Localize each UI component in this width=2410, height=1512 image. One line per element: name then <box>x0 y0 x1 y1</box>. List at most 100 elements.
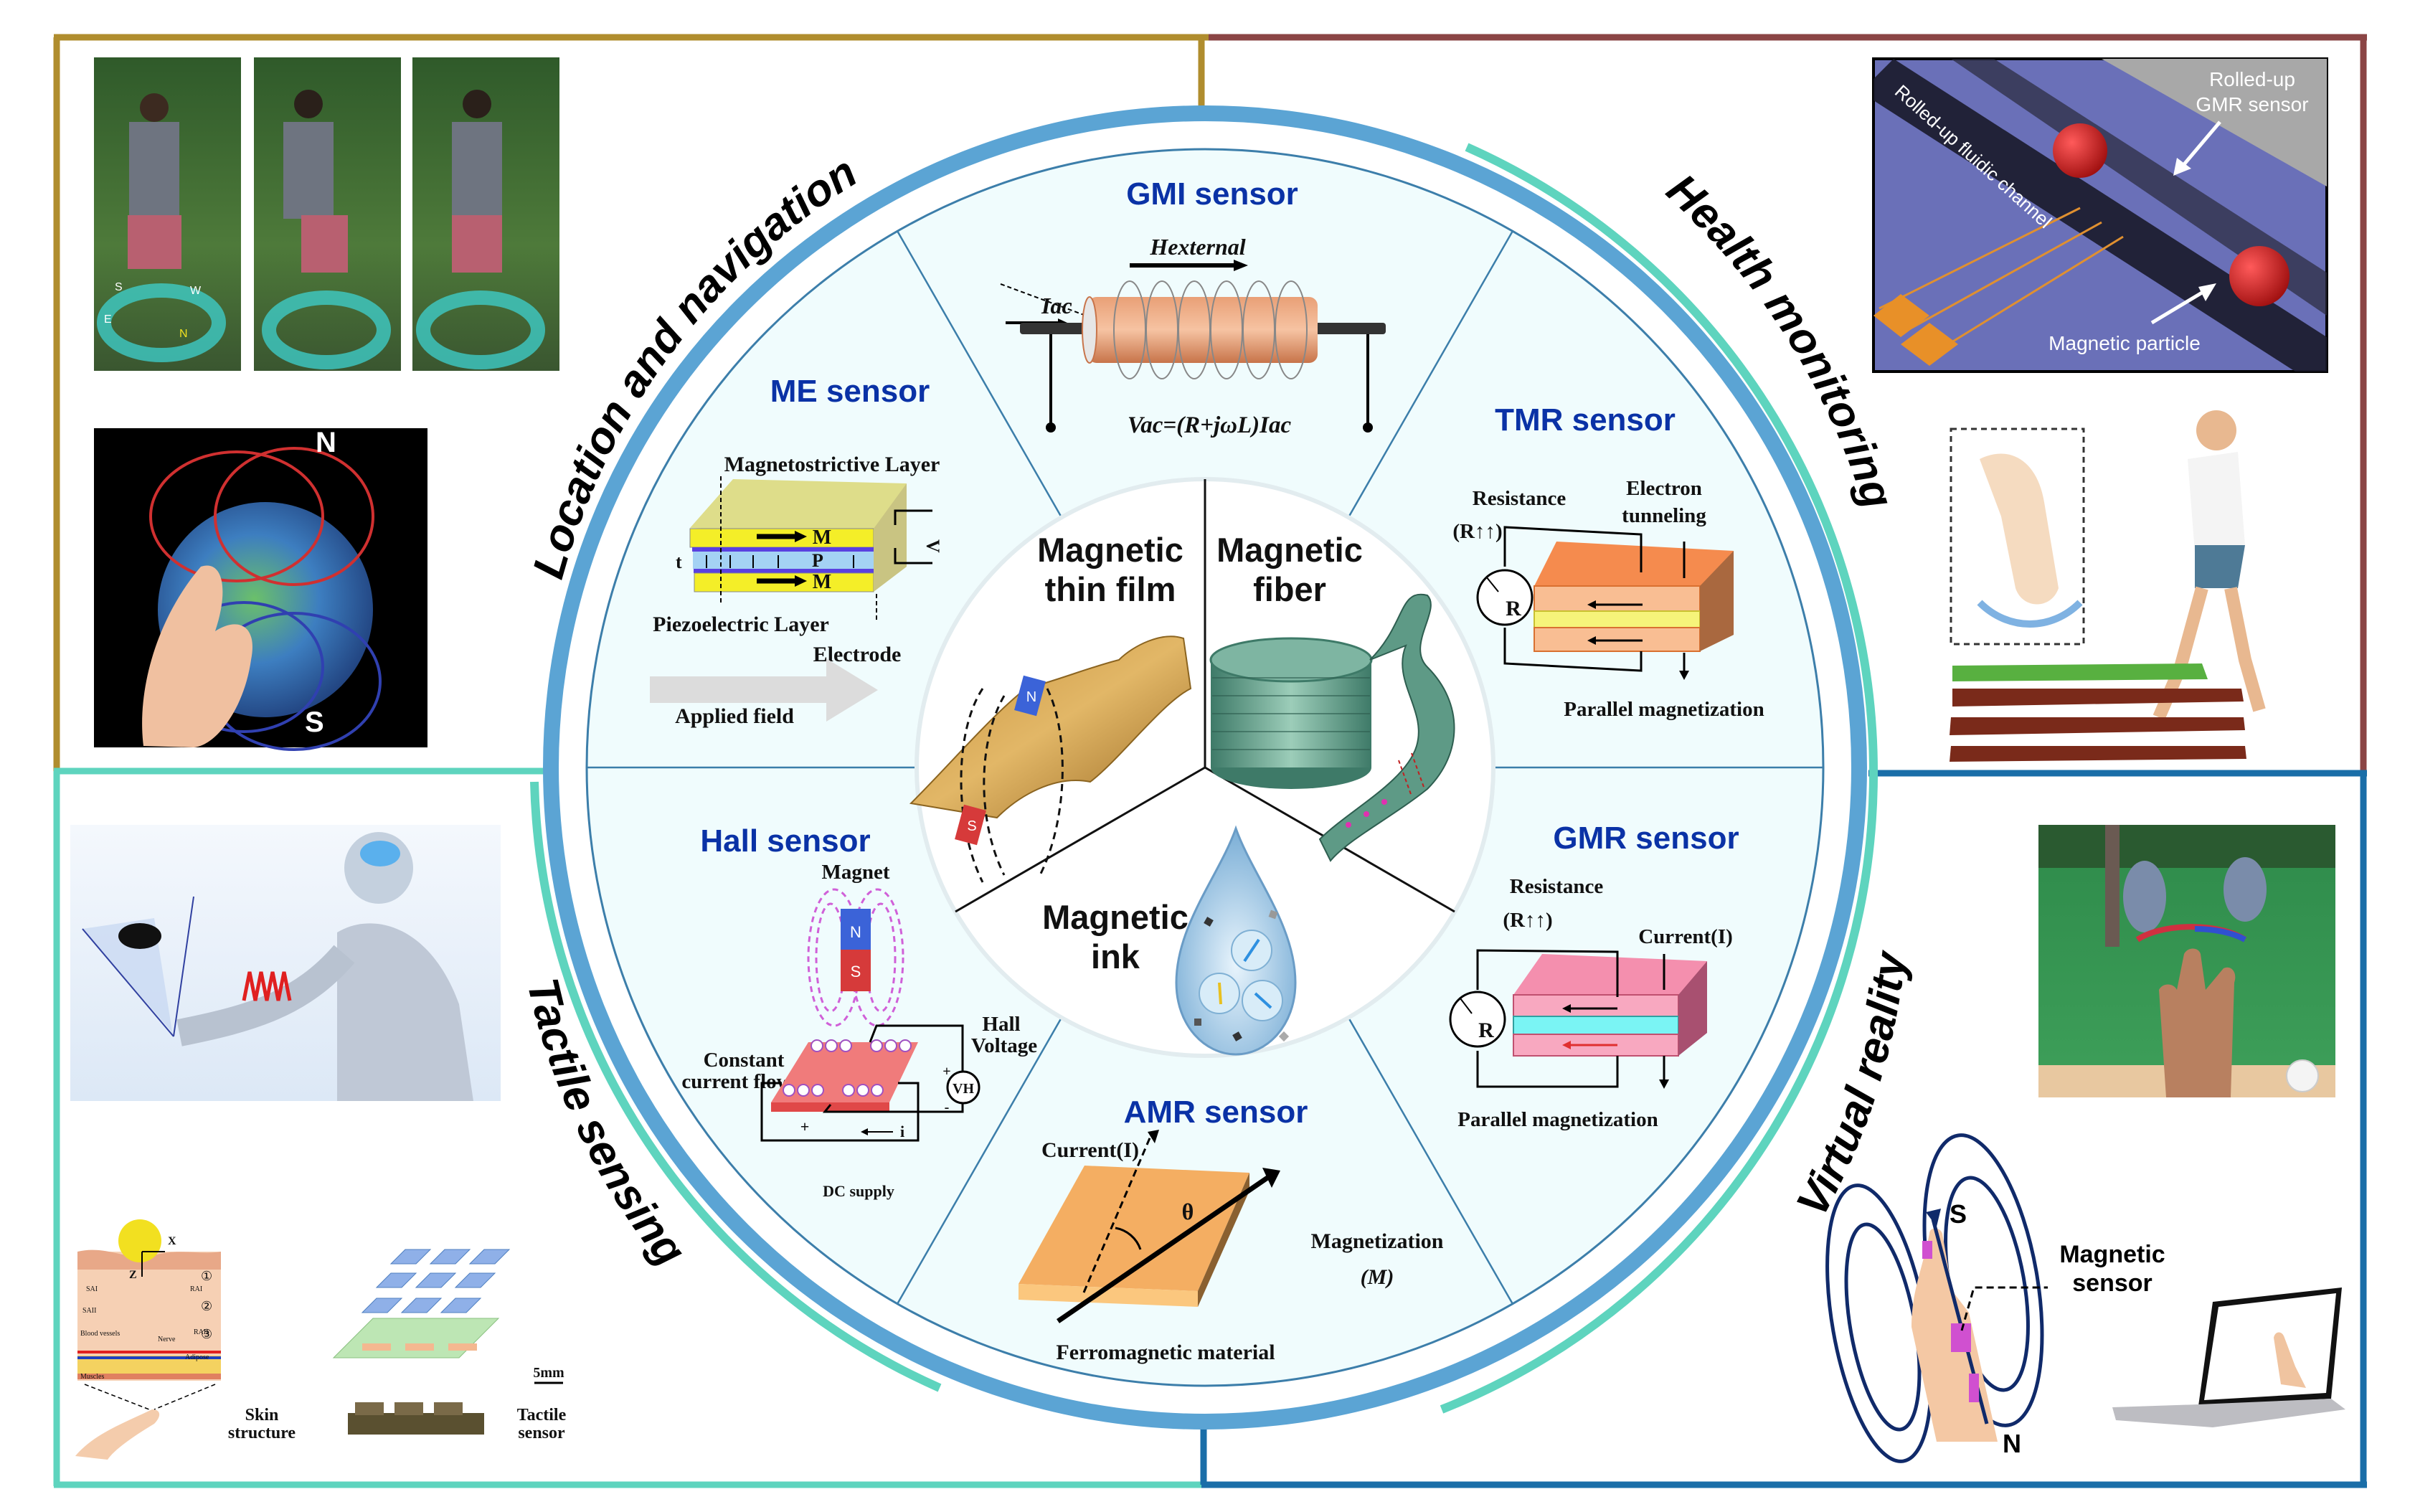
layer-1-label: ① <box>201 1269 212 1283</box>
tmr-parallel-label: Parallel magnetization <box>1564 698 1764 721</box>
gmr-parallel-label: Parallel magnetization <box>1457 1108 1658 1131</box>
me-p-label: P <box>812 550 823 571</box>
sector-gmr: GMR sensor Resistance (R↑↑) Current(I) R… <box>1449 821 1739 1131</box>
teal-arc-health <box>1440 143 1878 1414</box>
gmi-formula: Vac=(R+jωL)Iac <box>1128 412 1292 438</box>
tmr-r-parallel: (R↑↑) <box>1452 520 1502 543</box>
compass-e-1: E <box>104 313 112 326</box>
frame-tactile <box>53 767 1201 1488</box>
hall-s-label: S <box>851 963 861 981</box>
skin-label-raii: RAII <box>194 1328 209 1336</box>
sector-gmi: GMI sensor Hexternal Iac Vac=(R+jωL)Iac <box>1000 176 1386 438</box>
scale-bar-label: 5mm <box>533 1365 564 1381</box>
hall-n-label: N <box>850 923 861 941</box>
hall-title: Hall sensor <box>700 823 870 859</box>
field-lines-icon <box>960 688 1064 883</box>
skin-label-nerve: Nerve <box>158 1336 176 1343</box>
gmr-ohmmeter-icon <box>1449 991 1506 1048</box>
vr-sensor-label-2: sensor <box>2072 1270 2153 1297</box>
material-ink: Magnetic ink <box>1042 825 1297 1056</box>
sector-me: ME sensor Magnetostrictive Layer M M P t… <box>650 374 943 728</box>
magnet-s-icon <box>955 804 986 846</box>
nav-photo-2 <box>254 57 401 371</box>
rolled-up-gmr-image: Rolled-up GMR sensor Rolled-up fluidic c… <box>1872 57 2328 373</box>
me-v-label: V <box>922 539 943 553</box>
layer-2-label: ② <box>201 1299 212 1313</box>
skin-label-blood: Blood vessels <box>80 1330 120 1338</box>
ink-label-1: Magnetic <box>1042 898 1189 936</box>
skin-label-muscles: Muscles <box>80 1373 104 1381</box>
amr-m-label: (M) <box>1361 1265 1394 1289</box>
thin-film-label-2: thin film <box>1045 570 1176 608</box>
skin-structure-label-1: Skin <box>245 1406 279 1424</box>
skin-structure-label-2: structure <box>228 1424 296 1442</box>
compass-n-1: N <box>179 328 188 340</box>
gmr-title: GMR sensor <box>1553 821 1739 856</box>
amr-magnetization-label: Magnetization <box>1311 1229 1444 1253</box>
thin-film-label-1: Magnetic <box>1037 531 1183 569</box>
vr-n-label: N <box>2003 1429 2021 1458</box>
magnet-n-label: N <box>1026 689 1036 705</box>
fiber-coil-icon <box>1209 593 1455 862</box>
hall-dc-supply: DC supply <box>823 1182 894 1200</box>
panel-location: S W E N N S <box>94 57 559 751</box>
neuro-tactile-image <box>70 825 501 1101</box>
teal-arc-tactile <box>530 781 942 1392</box>
skin-label-rai: RAI <box>190 1285 202 1293</box>
panel-vr: S N Magnetic sensor <box>1825 825 2345 1463</box>
amr-title: AMR sensor <box>1124 1095 1308 1130</box>
me-title: ME sensor <box>770 374 930 409</box>
me-piezoelectric-label: Piezoelectric Layer <box>653 613 829 636</box>
globe-s-label: S <box>305 707 324 738</box>
polarization-arrows-icon <box>706 555 854 568</box>
magnet-n-icon <box>1014 675 1046 717</box>
vr-wearable-diagram: S N Magnetic sensor <box>1825 1133 2345 1463</box>
me-magnetostrictive-label: Magnetostrictive Layer <box>724 453 940 476</box>
gmi-title: GMI sensor <box>1126 176 1298 212</box>
frame-location <box>53 34 1209 771</box>
ink-label-2: ink <box>1091 937 1140 975</box>
sector-hall: Hall sensor Magnet N S Constant current … <box>681 823 1037 1200</box>
gmr-resistance-label: Resistance <box>1510 875 1604 898</box>
skin-structure-diagram: SAI RAI SAII RAII Blood vessels Nerve Ad… <box>75 1219 221 1460</box>
axis-z-label: Z <box>129 1269 137 1281</box>
amr-current-label: Current(I) <box>1041 1138 1139 1162</box>
tmr-ohmmeter-icon <box>1476 569 1534 626</box>
hall-vh-label: VH <box>953 1081 974 1097</box>
me-m-bottom: M <box>813 571 831 593</box>
panel-tactile: SAI RAI SAII RAII Blood vessels Nerve Ad… <box>70 825 567 1460</box>
nav-photo-3 <box>412 57 559 371</box>
frame-health <box>1209 34 2367 771</box>
laptop-icon <box>2112 1287 2345 1427</box>
material-fiber: Magnetic fiber <box>1209 531 1455 862</box>
dc-plus: + <box>800 1118 810 1135</box>
tactile-sensor-label-1: Tactile <box>517 1406 567 1424</box>
skin-label-adipose: Adipose <box>185 1353 209 1361</box>
vr-s-label: S <box>1950 1199 1967 1229</box>
compass-w-1: W <box>190 285 202 297</box>
hall-constant-label-2: current flow <box>681 1070 791 1093</box>
vr-scene-image <box>2038 825 2335 1097</box>
compass-s-1: S <box>115 281 123 293</box>
tmr-electron-label-1: Electron <box>1626 477 1702 500</box>
layer-callouts: ① ② ③ <box>201 1269 212 1341</box>
hall-voltage-label-2: Voltage <box>971 1034 1037 1057</box>
hall-voltage-label-1: Hall <box>982 1013 1020 1036</box>
material-thin-film: Magnetic thin film N S <box>909 531 1192 883</box>
magnetic-particle-label: Magnetic particle <box>2048 332 2201 354</box>
hall-plus: + <box>942 1064 950 1079</box>
hall-i-label: i <box>900 1123 904 1140</box>
rolled-gmr-label-2: GMR sensor <box>2196 93 2308 115</box>
runner-image <box>1950 410 2266 762</box>
gmi-iac: Iac <box>1041 293 1072 318</box>
amr-theta: θ <box>1182 1199 1194 1224</box>
vr-sensor-label-1: Magnetic <box>2059 1241 2165 1268</box>
hall-minus: - <box>945 1100 950 1115</box>
rolled-gmr-label-1: Rolled-up <box>2209 68 2295 90</box>
fiber-label-2: fiber <box>1253 570 1326 608</box>
skin-label-sai: SAI <box>86 1285 98 1293</box>
axis-x-label: X <box>168 1235 176 1247</box>
fiber-label-1: Magnetic <box>1216 531 1363 569</box>
frame-vr <box>1200 770 2367 1488</box>
layer-3-label: ③ <box>201 1327 212 1341</box>
